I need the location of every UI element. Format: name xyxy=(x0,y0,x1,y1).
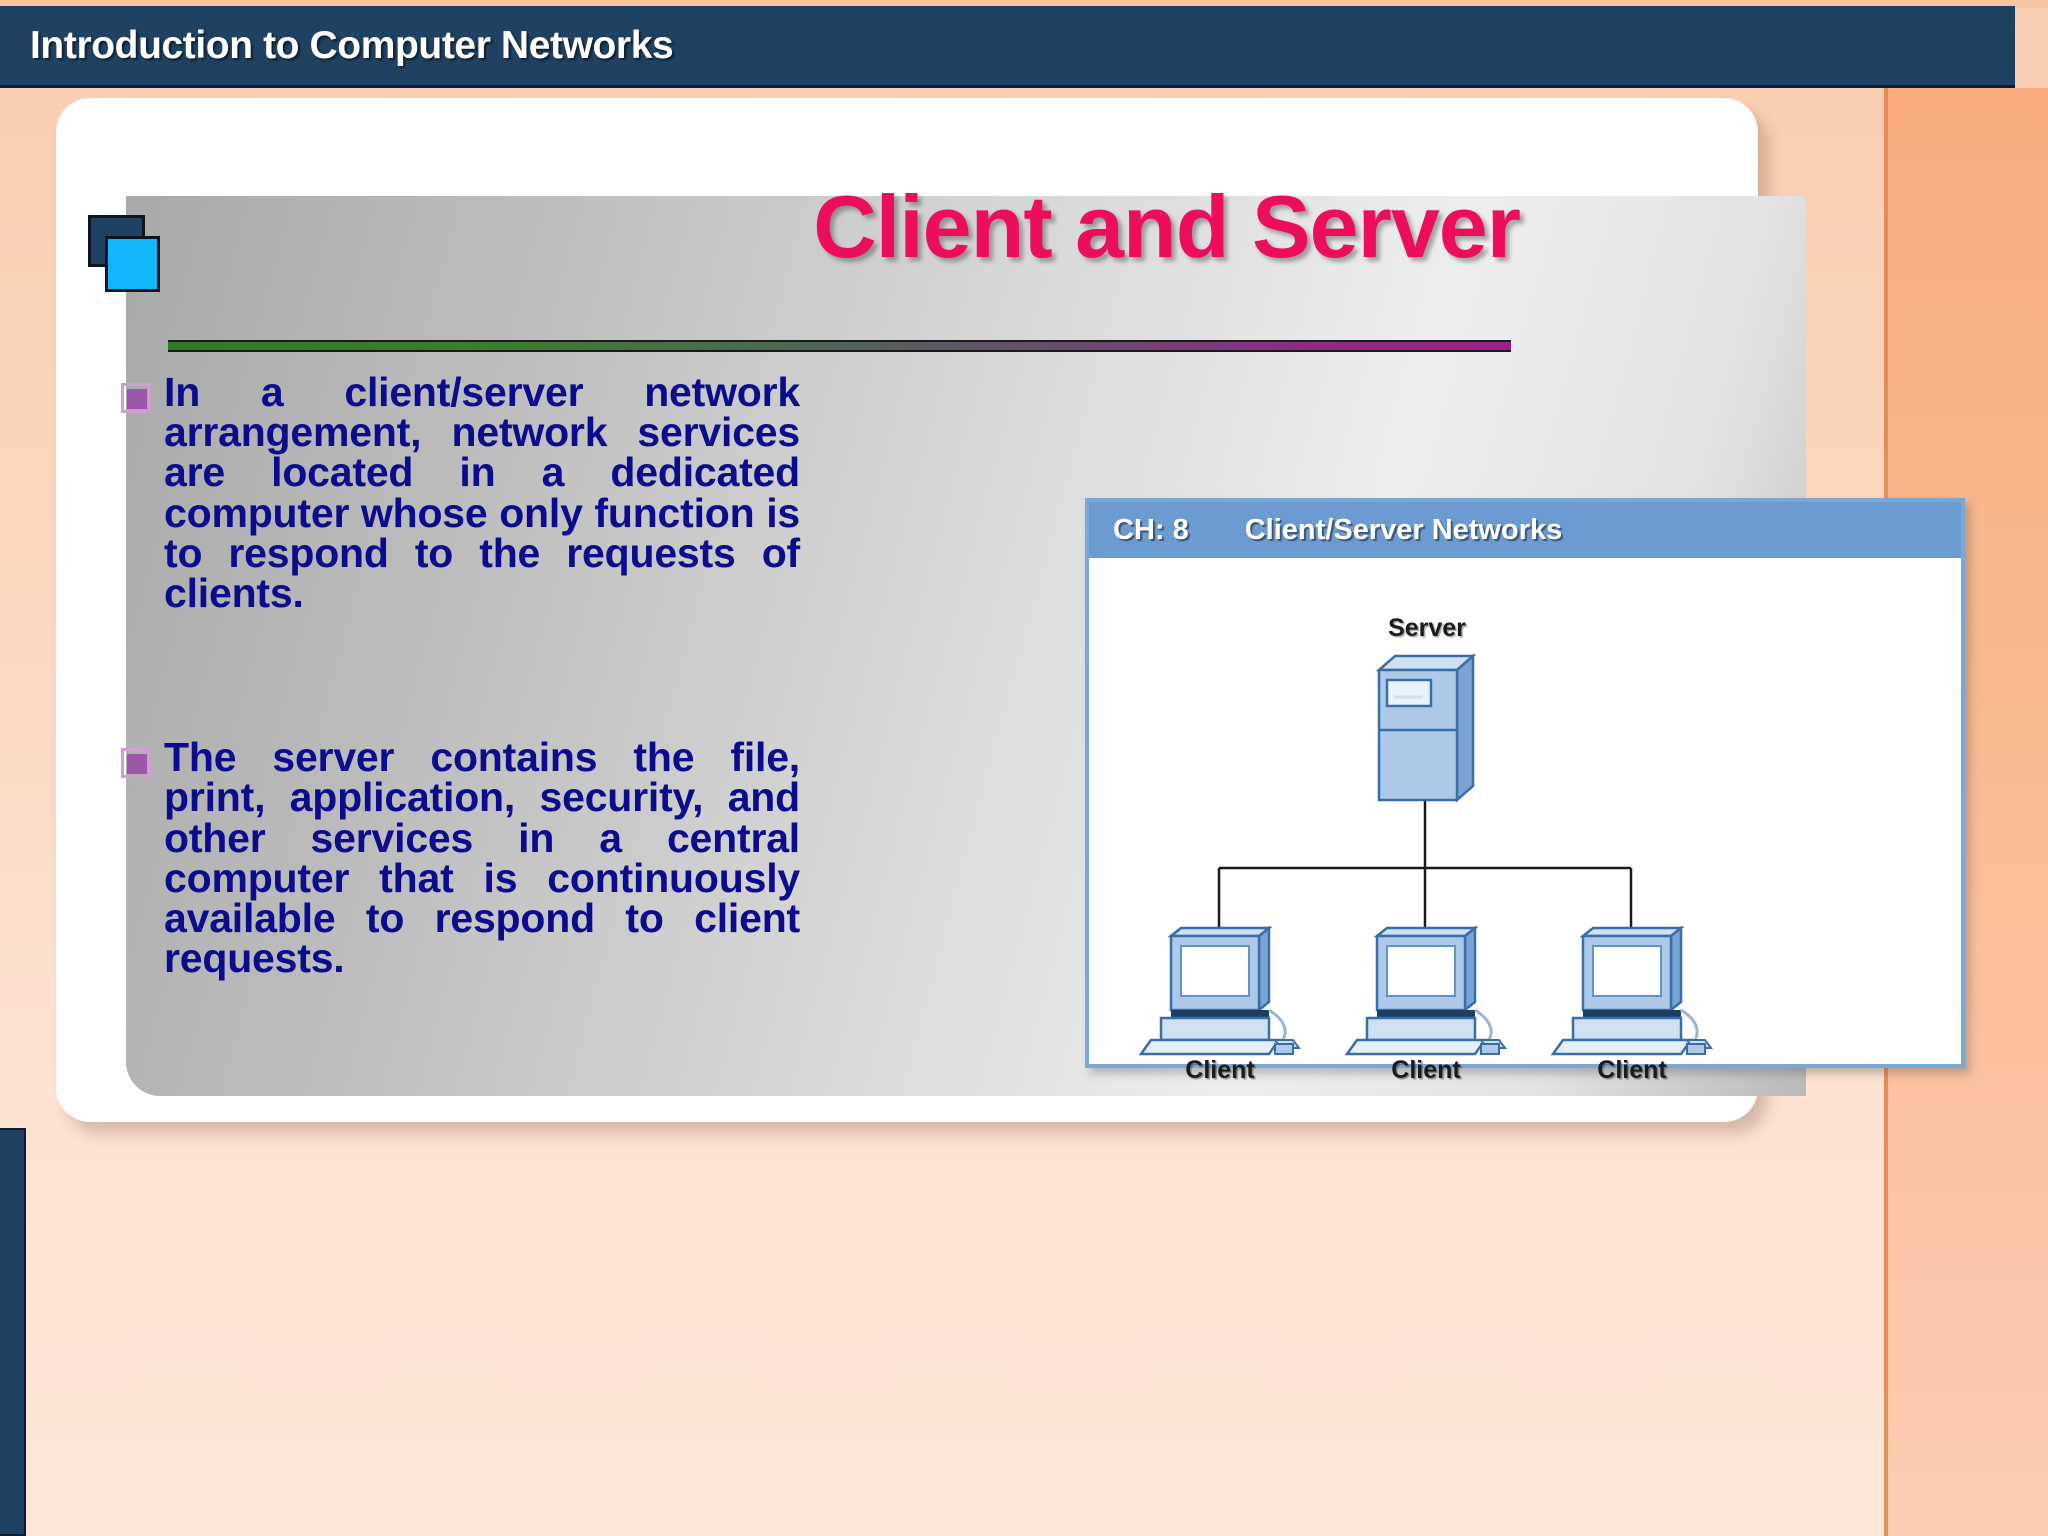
list-item: In a client/server network arrangement, … xyxy=(120,369,800,653)
client-label: Client xyxy=(1597,1056,1667,1084)
page-header: Introduction to Computer Networks xyxy=(0,6,2015,88)
top-edge-strip xyxy=(0,0,2048,8)
bullet-text: The server contains the file, print, app… xyxy=(164,734,800,982)
page-title: Introduction to Computer Networks xyxy=(30,23,674,67)
client-computer-icon xyxy=(1550,925,1713,1056)
connection-lines xyxy=(1217,795,1633,936)
decoration-square-cyan-icon xyxy=(105,236,160,292)
square-in-square-icon xyxy=(120,747,154,781)
network-diagram-panel: CH: 8 Client/Server Networks xyxy=(1085,498,1965,1084)
client-computer-icon xyxy=(1344,925,1507,1056)
diagram-header-bar: CH: 8 Client/Server Networks xyxy=(1089,502,1961,558)
bullet-text: In a client/server network arrangement, … xyxy=(164,369,800,616)
list-item: The server contains the file, print, app… xyxy=(120,737,800,1018)
client-computer-icon xyxy=(1138,925,1301,1056)
square-in-square-icon xyxy=(120,382,154,416)
diagram-subject-label: Client/Server Networks xyxy=(1244,513,1563,546)
bullet-list: In a client/server network arrangement, … xyxy=(120,369,800,1018)
server-label: Server xyxy=(1388,614,1466,642)
server-tower-icon xyxy=(1375,653,1477,803)
network-topology-svg xyxy=(1138,653,1713,1056)
diagram-chapter-label: CH: 8 xyxy=(1113,513,1189,546)
client-label: Client xyxy=(1391,1056,1461,1084)
title-underline-rule xyxy=(168,340,1511,352)
client-label: Client xyxy=(1185,1056,1255,1084)
left-accent-bar xyxy=(0,1128,26,1536)
diagram-canvas: Server Client Client Client xyxy=(1089,558,1961,1084)
slide-title: Client and Server xyxy=(813,177,1521,276)
